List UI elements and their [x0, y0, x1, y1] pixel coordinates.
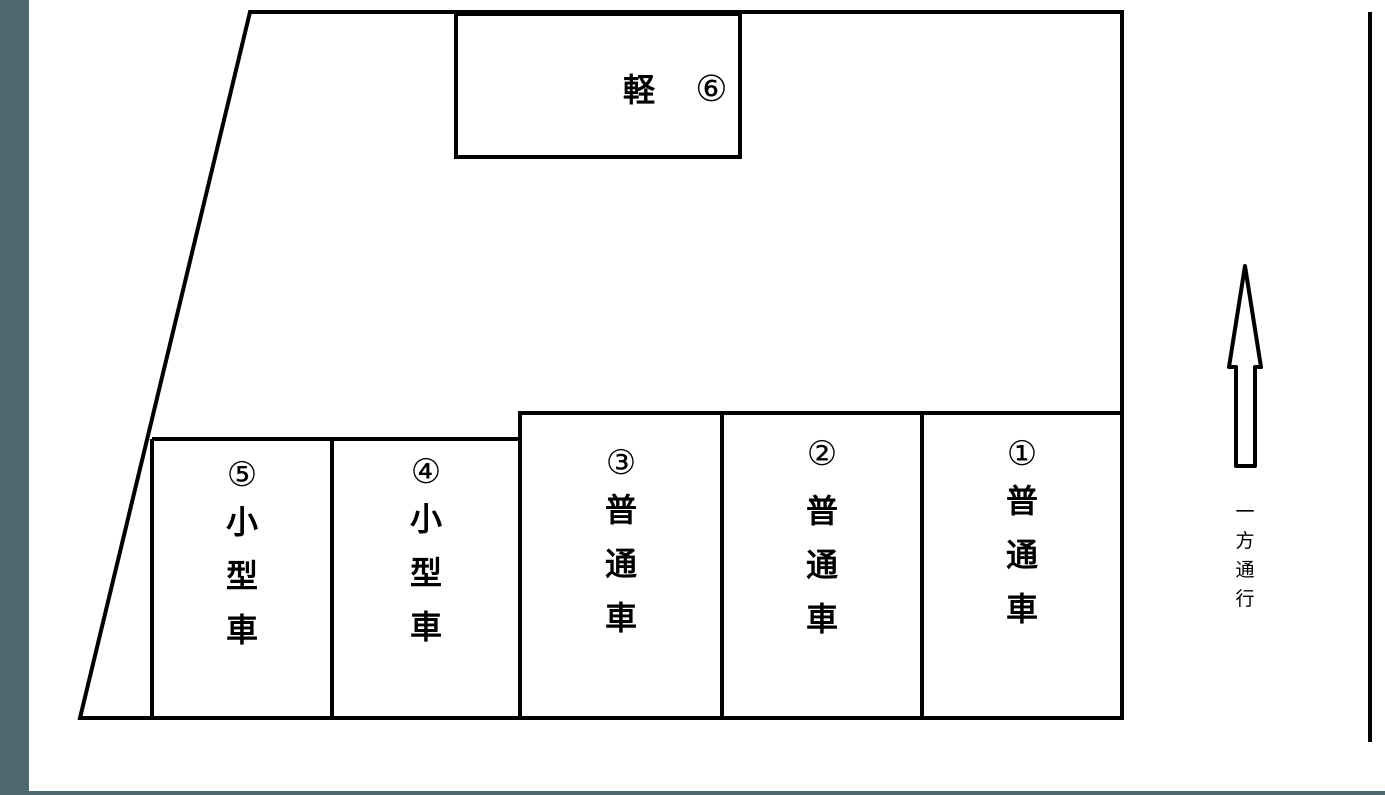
- space-3-type-char: 普: [604, 491, 637, 529]
- space-6-label: 軽 ⑥: [623, 72, 728, 108]
- space-5-label: ⑤ 小 型 車: [152, 458, 332, 668]
- space-6-outline: [454, 12, 742, 159]
- space-2-type-char: 車: [805, 600, 838, 638]
- up-arrow-icon: [1227, 264, 1263, 468]
- space-4-number: ④: [410, 452, 442, 492]
- space-2-type-char: 普: [805, 492, 838, 530]
- space-1-type-char: 通: [1005, 536, 1038, 574]
- space-2-label: ② 普 通 車: [722, 437, 922, 657]
- space-4-type-char: 型: [409, 554, 442, 592]
- left-frame: [0, 0, 29, 795]
- one-way-char: 方: [1235, 530, 1255, 552]
- lot-boundary: [77, 10, 1124, 720]
- space-1-number: ①: [1006, 434, 1038, 474]
- space-2-type-char: 通: [805, 546, 838, 584]
- one-way-label: 一 方 通 行: [1225, 503, 1265, 619]
- space-2-number: ②: [806, 434, 838, 474]
- space-6-type: 軽: [623, 71, 656, 109]
- space-3-type-char: 車: [604, 599, 637, 637]
- space-5-type-char: 車: [225, 611, 258, 649]
- one-way-char: 通: [1235, 559, 1255, 581]
- space-4-label: ④ 小 型 車: [332, 455, 520, 665]
- parking-diagram: 軽 ⑥ ⑤ 小 型 車 ④ 小 型 車 ③ 普 通 車 ② 普 通 車 ① 普 …: [29, 0, 1385, 791]
- bottom-frame: [0, 791, 1385, 795]
- space-4-type-char: 小: [409, 500, 442, 538]
- one-way-char: 行: [1235, 588, 1255, 610]
- one-way-char: 一: [1235, 501, 1255, 523]
- space-3-label: ③ 普 通 車: [520, 446, 722, 656]
- space-5-number: ⑤: [226, 455, 258, 495]
- space-1-type-char: 普: [1005, 482, 1038, 520]
- space-4-type-char: 車: [409, 608, 442, 646]
- space-3-number: ③: [605, 443, 637, 483]
- space-3-type-char: 通: [604, 545, 637, 583]
- space-5-type-char: 型: [225, 557, 258, 595]
- space-1-label: ① 普 通 車: [922, 437, 1122, 647]
- space-5-type-char: 小: [225, 503, 258, 541]
- space-6-number: ⑥: [695, 69, 728, 110]
- space-1-type-char: 車: [1005, 590, 1038, 628]
